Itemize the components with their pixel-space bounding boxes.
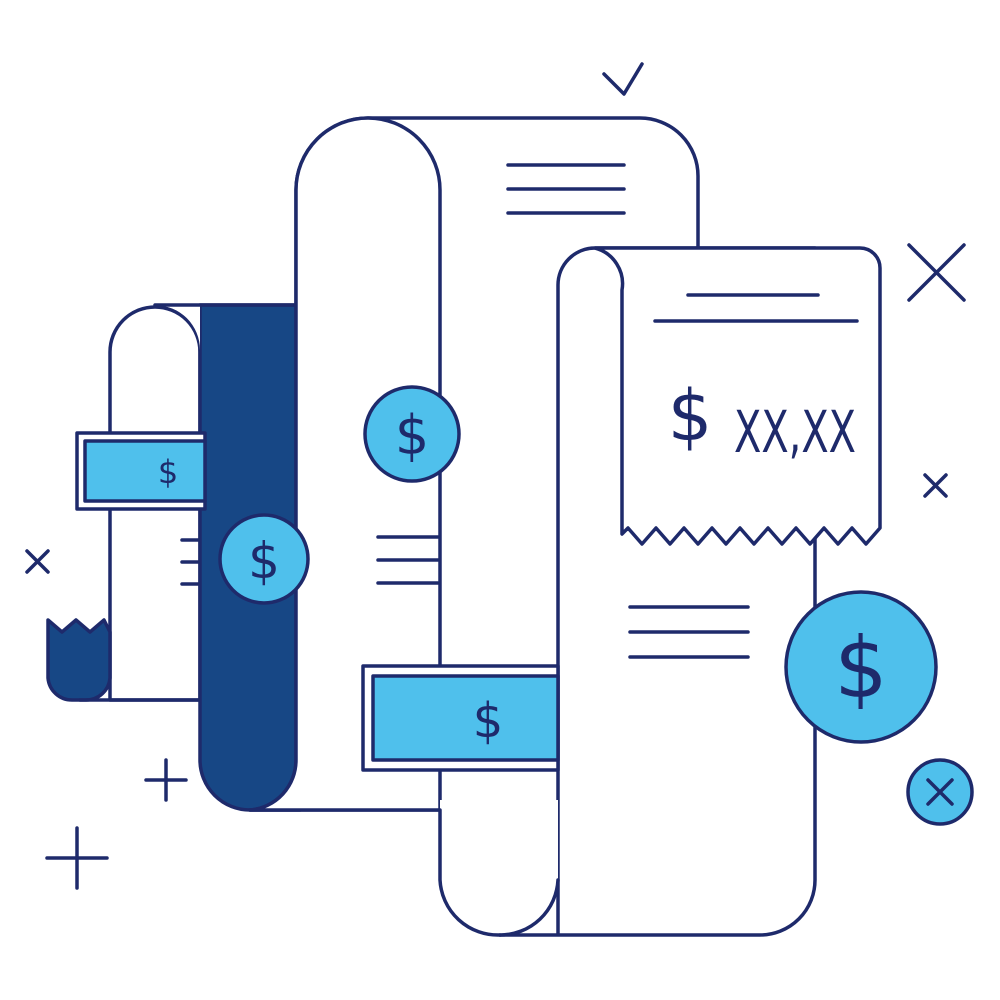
middle-receipt-fold (248, 116, 442, 812)
receipt-currency-symbol: $ (668, 375, 713, 457)
receipt-slip: $ XX,XX (593, 246, 882, 546)
middle-receipt-lines-top (506, 163, 626, 215)
close-icon (907, 243, 966, 302)
bill-left-inner (83, 439, 207, 503)
dollar-bill-icon: $ (75, 431, 207, 511)
receipt-slip-lines (653, 293, 859, 323)
dollar-coin-icon: $ (363, 385, 461, 483)
small-receipt-torn-end (46, 618, 112, 702)
dollar-bill-icon: $ (361, 664, 560, 772)
dollar-coin-icon: $ (218, 513, 310, 605)
bill-bottom-inner (371, 674, 560, 762)
close-icon (923, 473, 948, 498)
dark-roll-top (155, 305, 200, 350)
plus-icon (45, 826, 109, 890)
coin-mid-top-symbol: $ (395, 404, 429, 467)
close-icon (25, 549, 50, 574)
coin-big-right-symbol: $ (834, 619, 887, 717)
front-receipt-roll (439, 800, 559, 936)
plus-icon (144, 758, 188, 802)
coin-big-right (784, 590, 938, 744)
coin-mid-top (363, 385, 461, 483)
decorations (25, 62, 966, 890)
check-icon (602, 62, 644, 96)
receipt-slip-paper (593, 246, 882, 546)
front-receipt-lines (628, 605, 750, 659)
coin-mid-left (218, 513, 310, 605)
bill-left-symbol: $ (158, 453, 178, 491)
coin-mid-left-symbol: $ (248, 532, 280, 590)
receipt-amount: XX,XX (734, 398, 856, 466)
close-circle-icon (906, 758, 974, 826)
middle-receipt-lines-mid (376, 535, 440, 585)
bill-bottom-symbol: $ (473, 693, 504, 749)
dollar-coin-icon: $ (784, 590, 938, 744)
